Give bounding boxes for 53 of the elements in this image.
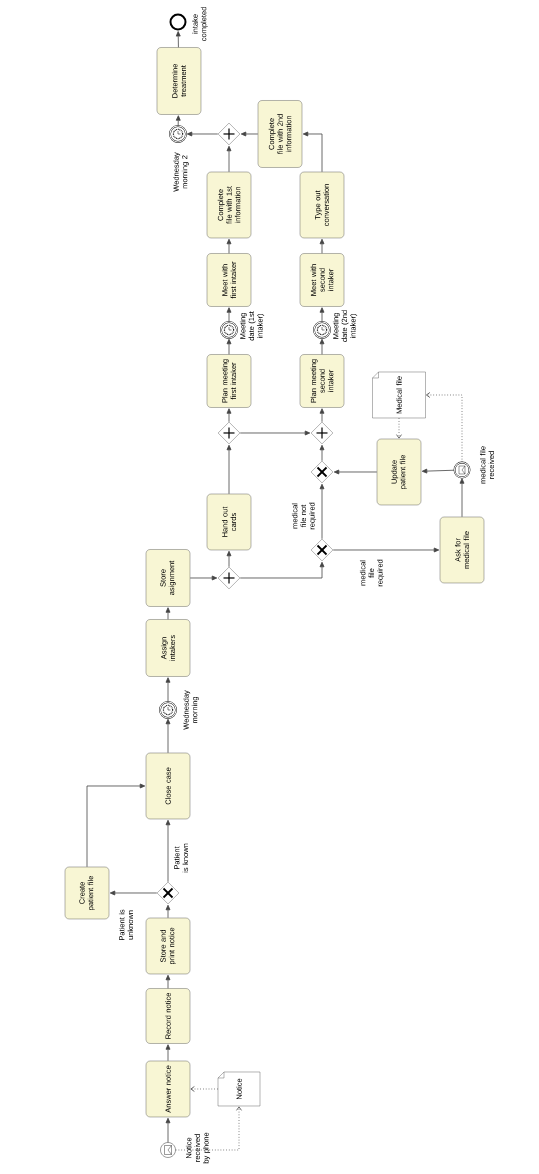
gateway-diamond — [310, 538, 334, 562]
arrow — [319, 408, 325, 423]
arrow — [226, 550, 232, 568]
arrow — [165, 819, 171, 883]
message-event — [453, 461, 471, 479]
arrow — [239, 561, 325, 579]
message-event — [160, 1142, 176, 1158]
end-event — [169, 13, 187, 31]
arrow — [319, 338, 325, 355]
arrow — [319, 444, 325, 462]
arrow — [240, 131, 259, 137]
gateway-diamond — [217, 566, 241, 590]
arrow — [226, 338, 232, 355]
arrow — [186, 131, 219, 137]
arrow — [189, 575, 218, 581]
arrow — [396, 417, 402, 439]
arrow — [165, 904, 171, 919]
arrow — [426, 392, 463, 463]
arrow — [226, 238, 232, 254]
arrow — [165, 1044, 171, 1062]
arrow — [165, 974, 171, 989]
arrow — [165, 1117, 171, 1143]
arrow — [175, 115, 181, 127]
arrow — [226, 307, 232, 323]
arrow — [165, 718, 171, 754]
gateway-diamond — [310, 421, 334, 445]
arrow — [319, 238, 325, 254]
timer-event — [169, 125, 187, 143]
arrow — [226, 145, 232, 173]
gateway-diamond — [310, 460, 334, 484]
arrow — [226, 408, 232, 423]
gateway-diamond — [156, 881, 180, 905]
arrow — [165, 607, 171, 620]
arrow — [319, 307, 325, 323]
arrow — [175, 31, 181, 48]
arrow — [421, 468, 455, 474]
arrow — [190, 1086, 219, 1092]
arrow — [302, 131, 323, 173]
arrow — [175, 1106, 242, 1151]
arrow — [86, 783, 146, 868]
arrow — [319, 483, 325, 540]
timer-event — [159, 701, 177, 719]
arrow — [226, 444, 232, 495]
arrow — [332, 547, 440, 553]
arrow — [333, 469, 378, 475]
arrow — [109, 890, 158, 896]
timer-event — [220, 321, 238, 339]
timer-event — [313, 321, 331, 339]
gateway-diamond — [217, 122, 241, 146]
arrow — [239, 430, 311, 436]
arrow — [165, 677, 171, 703]
gateway-diamond — [217, 421, 241, 445]
arrow — [459, 478, 465, 518]
